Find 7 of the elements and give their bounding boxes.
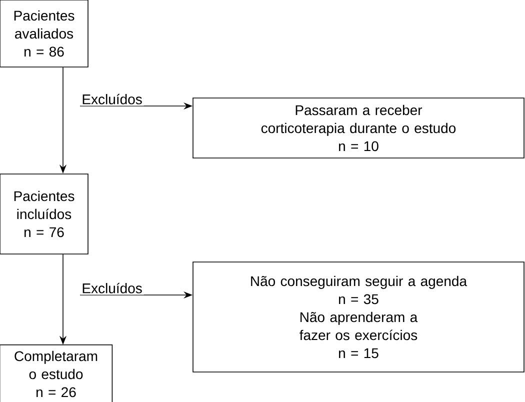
edge-label: Excluídos	[80, 281, 144, 295]
process-box: Pacientes avaliados n = 86	[0, 0, 88, 68]
process-box: Completaram o estudo n = 26	[0, 344, 113, 402]
process-box: Passaram a receber corticoterapia durante o estudo n = 10	[192, 98, 524, 158]
process-box: Não conseguiram seguir a agenda n = 35 Não aprenderam a fazer os exercícios n = 15	[192, 262, 524, 372]
edge-label: Excluídos	[80, 92, 144, 106]
process-box: Pacientes incluídos n = 76	[0, 174, 88, 254]
